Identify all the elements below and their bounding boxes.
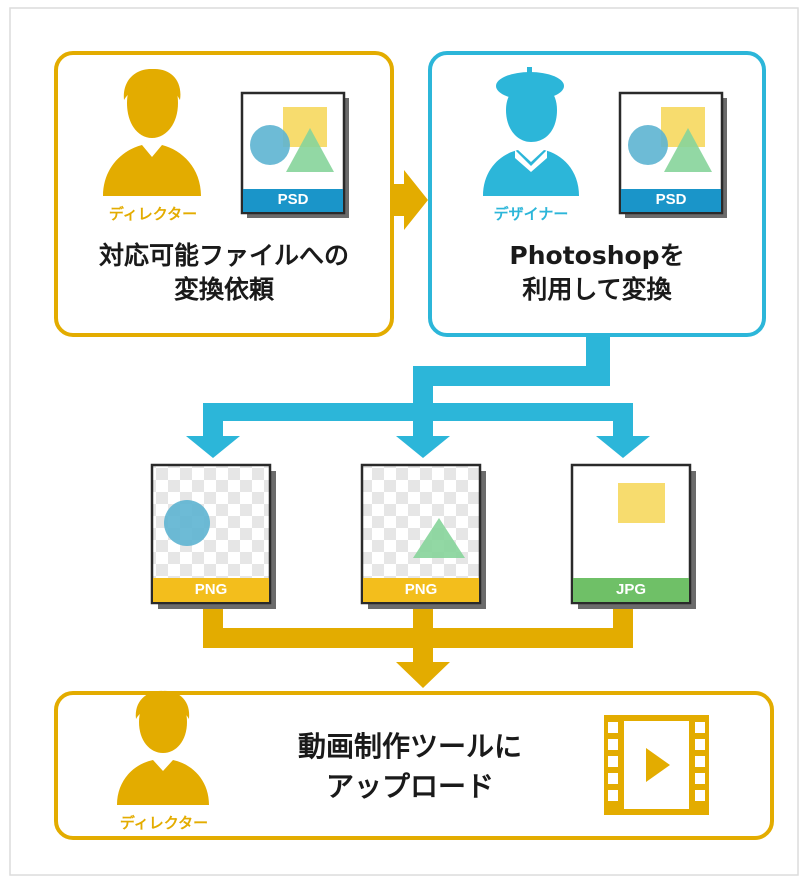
step2-title: Photoshopを 利用して変換 bbox=[434, 239, 760, 307]
role-director: ディレクター bbox=[119, 814, 209, 832]
person-beret-icon bbox=[483, 67, 579, 196]
right-arrow-icon bbox=[391, 170, 428, 230]
step1-title: 対応可能ファイルへの 変換依頼 bbox=[60, 239, 388, 307]
down-arrow-icon bbox=[186, 436, 240, 458]
down-arrow-icon bbox=[596, 436, 650, 458]
down-arrow-icon bbox=[396, 436, 450, 458]
merge-connector bbox=[203, 609, 633, 688]
file-type-label: PSD bbox=[277, 191, 309, 208]
down-arrow-icon bbox=[396, 662, 450, 688]
step2-title-line2: 利用して変換 bbox=[522, 275, 672, 304]
output-label-png: PNG bbox=[404, 581, 438, 598]
psd-file-icon bbox=[618, 91, 727, 218]
role-director: ディレクター bbox=[108, 205, 198, 223]
split-connector bbox=[186, 335, 650, 458]
file-type-label: PSD bbox=[655, 191, 687, 208]
output-label-jpg: JPG bbox=[615, 581, 646, 598]
step3-title: 動画制作ツールに アップロード bbox=[230, 727, 590, 807]
step3-box bbox=[54, 691, 774, 840]
step3-title-line2: アップロード bbox=[325, 770, 494, 803]
role-designer: デザイナー bbox=[493, 205, 569, 223]
person-icon bbox=[117, 690, 209, 805]
step1-title-line2: 変換依頼 bbox=[173, 275, 274, 304]
person-icon bbox=[103, 68, 201, 196]
step3-title-line1: 動画制作ツールに bbox=[297, 730, 522, 763]
psd-file-icon bbox=[240, 91, 349, 218]
film-play-icon bbox=[604, 715, 709, 815]
jpg-file-icon bbox=[570, 463, 696, 609]
png-file-icon bbox=[360, 463, 486, 609]
step1-title-line1: 対応可能ファイルへの bbox=[98, 241, 349, 270]
png-file-icon bbox=[150, 463, 276, 609]
output-label-png: PNG bbox=[194, 581, 228, 598]
step2-title-line1: Photoshopを bbox=[509, 241, 685, 270]
